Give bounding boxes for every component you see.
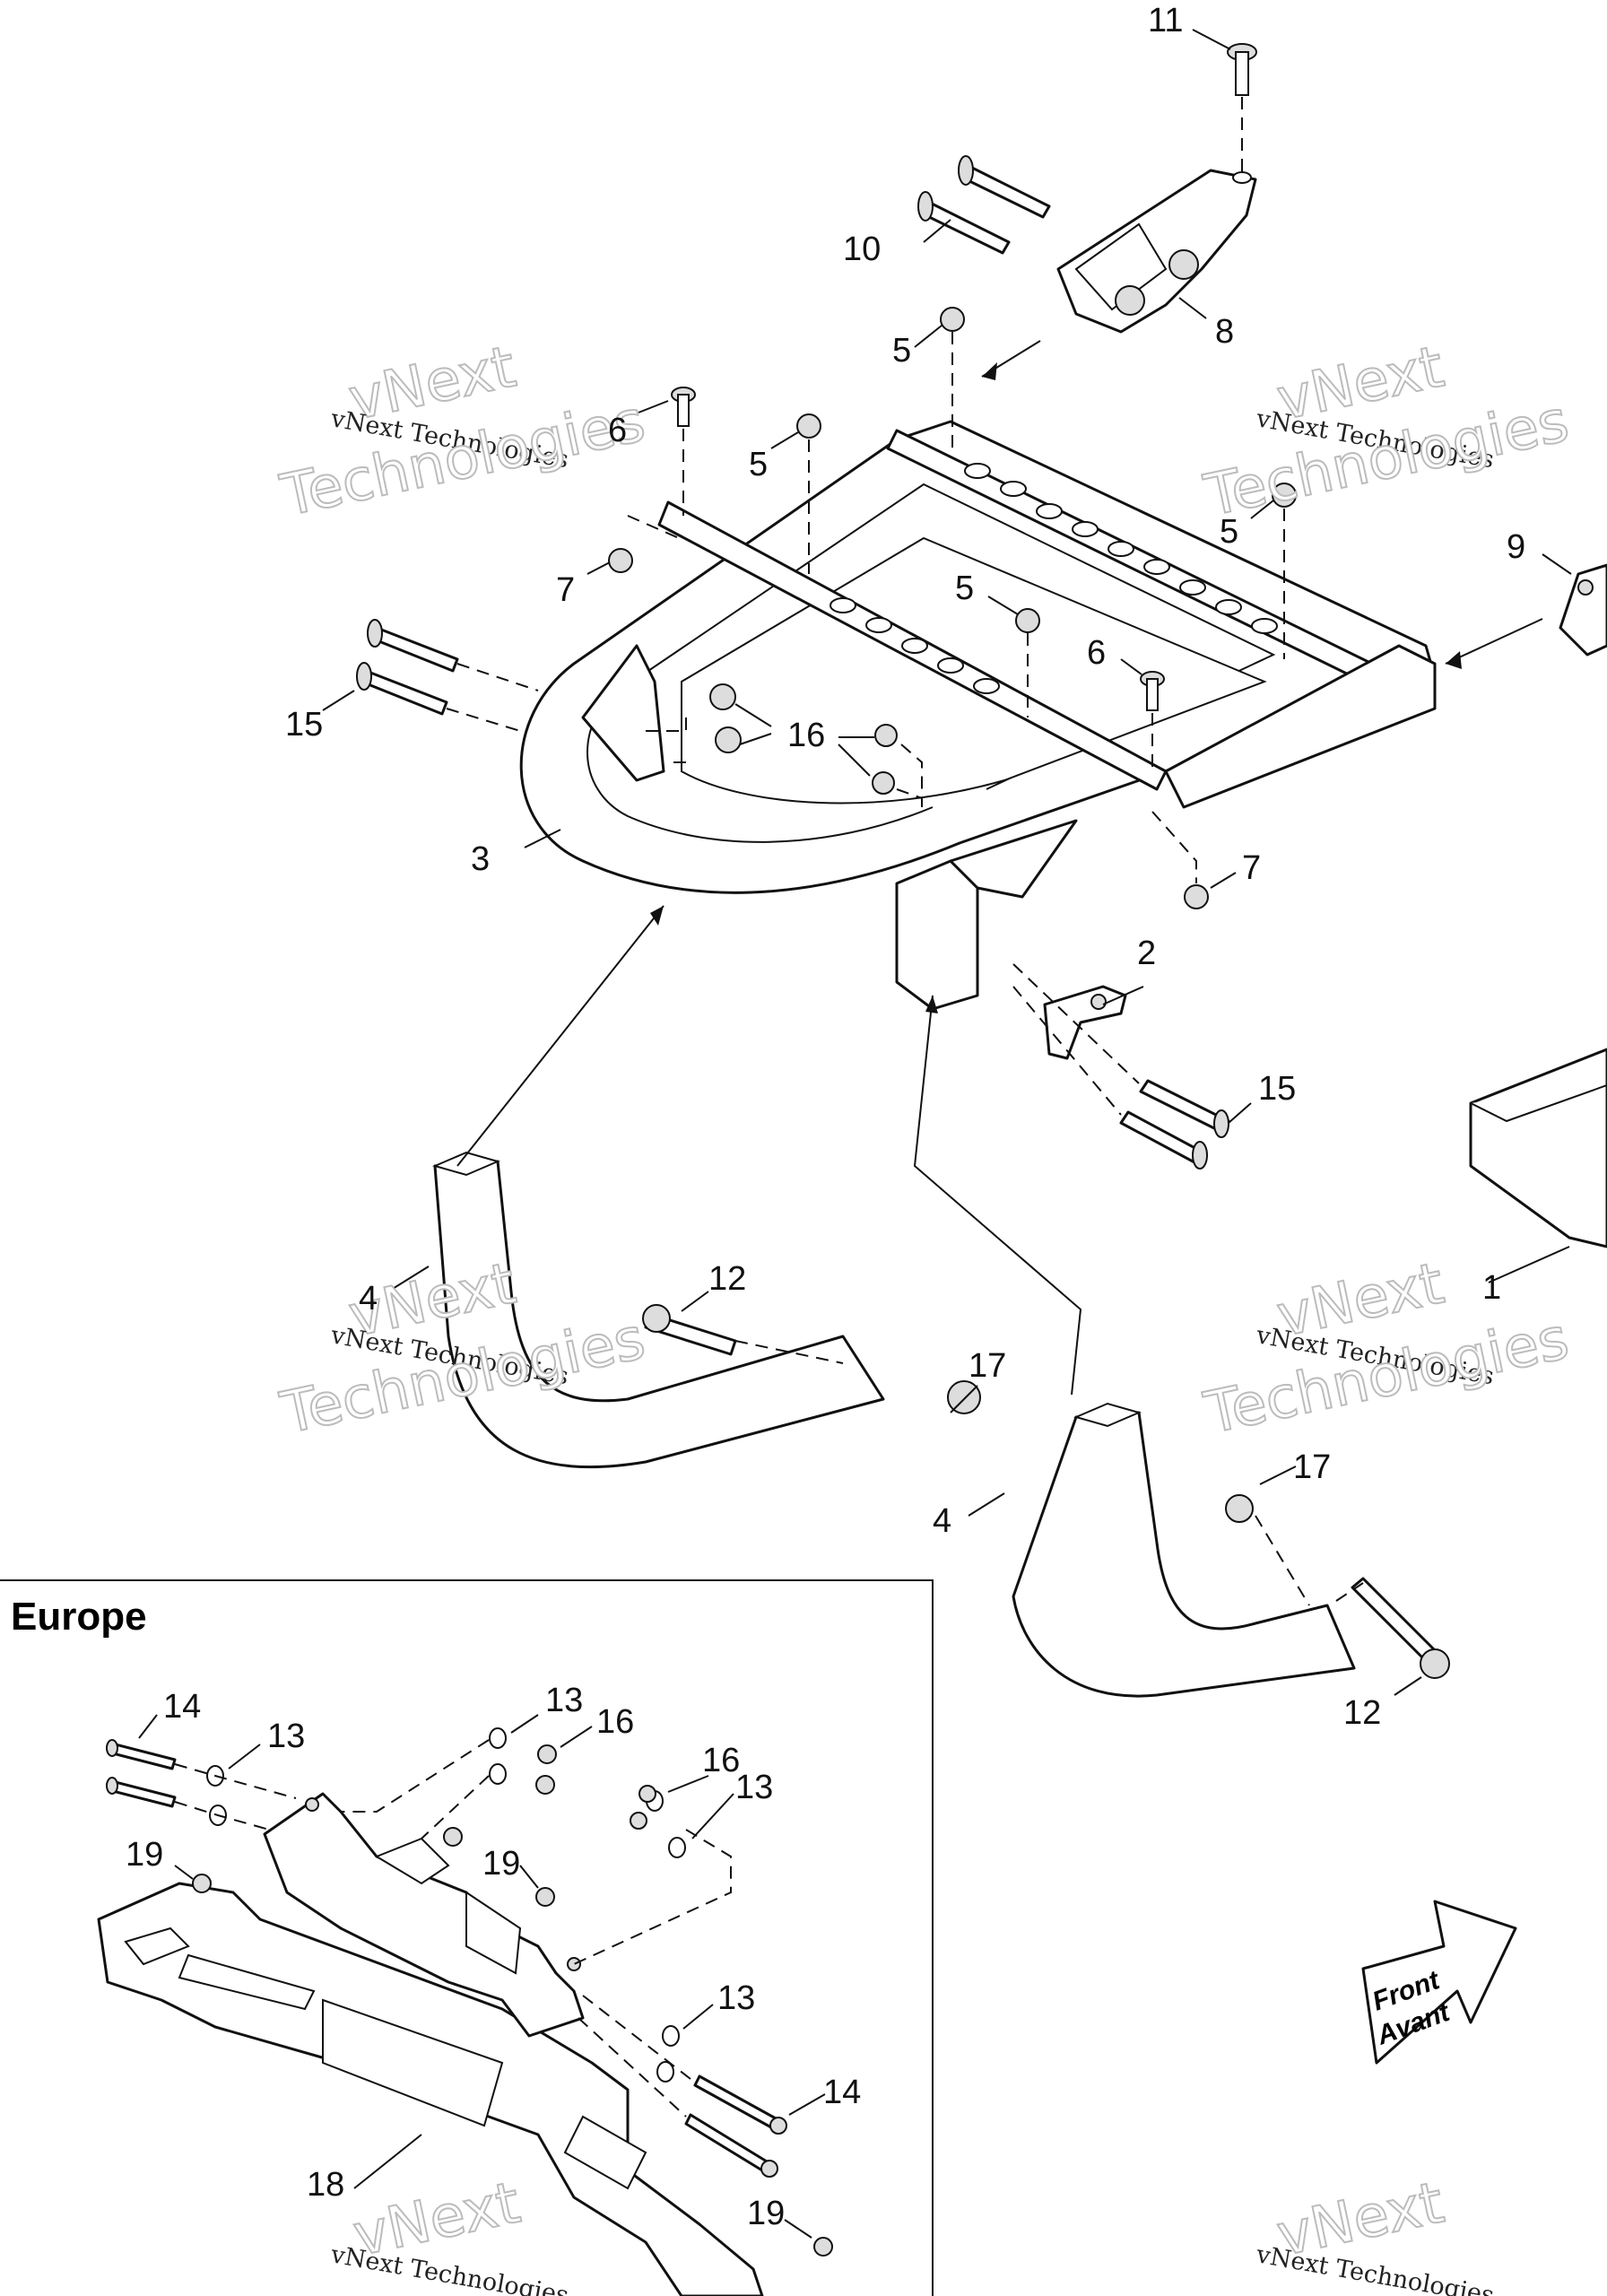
callout-label: 9 [1507,528,1525,566]
leader-lines [322,29,1572,1696]
callout-label: 16 [702,1742,740,1779]
callout-label: 5 [955,570,974,607]
watermark-top-left: vNext vNext Technologies Technologies [274,333,652,530]
callout-label: 15 [285,706,323,744]
callout-label: 5 [749,446,768,483]
hinge-bracket-part-8 [1056,169,1257,334]
rack-frame-part-3 [519,420,1437,1011]
callout-label: 17 [1293,1448,1331,1486]
inset-border [0,1579,934,2296]
callout-label: 6 [1087,634,1106,672]
callout-label: 12 [708,1260,746,1298]
callout-label: 4 [359,1280,378,1318]
callout-label: 10 [843,230,881,268]
callout-label: 7 [556,571,575,609]
clip-part-9 [1559,563,1607,657]
callout-label: 5 [1220,513,1238,551]
callout-label: 11 [1148,2,1183,39]
callout-label: 13 [735,1769,773,1806]
fasteners [356,307,1450,1679]
callout-label: 15 [1258,1070,1296,1108]
front-direction-arrow: Front Avant [1361,1900,1517,2065]
callout-label: 12 [1343,1694,1381,1732]
callout-label: 16 [787,717,825,754]
callout-label: 6 [608,412,627,449]
callout-label: 19 [126,1836,163,1874]
watermark-bottom-left: vNext vNext Technologies [328,2169,571,2296]
callout-label: 2 [1137,935,1156,972]
callout-label: 8 [1215,313,1234,351]
watermark-top-right: vNext vNext Technologies Technologies [1198,333,1576,530]
screw-part-11 [1227,43,1257,96]
callout-label: 18 [307,2166,344,2204]
europe-inset: Europe [0,1579,934,2296]
callout-label: 19 [482,1845,520,1883]
callout-label: 3 [471,840,490,878]
watermark-bottom-right: vNext vNext Technologies [1254,2169,1497,2296]
watermark-middle-right: vNext vNext Technologies Technologies [1198,1249,1576,1448]
callout-label: 14 [823,2074,861,2111]
inset-title: Europe [11,1595,147,1639]
callout-label: 19 [747,2195,785,2232]
callout-label: 1 [1482,1269,1501,1307]
pins-part-10 [917,155,1051,255]
callout-label: 13 [717,1979,755,2017]
callout-label: 4 [933,1502,951,1540]
callout-label: 14 [163,1688,201,1726]
callout-labels: 11 10 8 5 6 5 5 9 7 5 6 15 16 3 7 2 15 1… [126,2,1525,2232]
receiver-part-1 [1469,1048,1607,1248]
callout-label: 7 [1242,849,1261,887]
bracket-part-2 [1043,985,1127,1060]
callout-label: 13 [267,1718,305,1755]
callout-label: 16 [596,1703,634,1741]
callout-label: 5 [892,332,911,370]
leg-part-4-left [432,1151,885,1469]
callout-label: 17 [969,1347,1006,1385]
callout-label: 13 [545,1682,583,1719]
leg-part-4-right [1012,1402,1356,1698]
